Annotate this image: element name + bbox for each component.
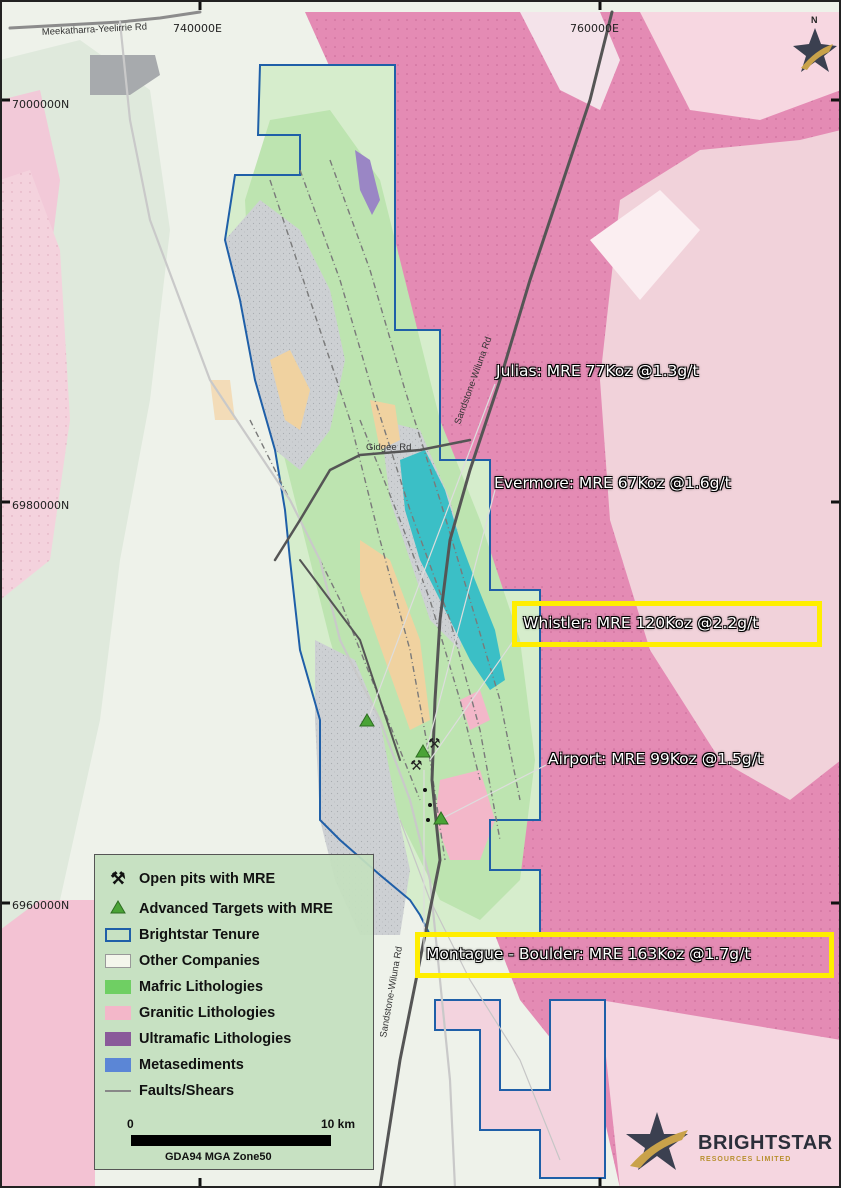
- scale-bar: [131, 1135, 331, 1146]
- tenure-swatch: [105, 928, 131, 942]
- legend-label: Faults/Shears: [139, 1083, 235, 1099]
- legend-label: Brightstar Tenure: [139, 927, 260, 943]
- small-pit-dots: [423, 788, 432, 822]
- coord-760000e: 760000E: [570, 22, 619, 35]
- road-label-gidgee: Gidgee Rd: [366, 442, 411, 453]
- legend-item-mafic: Mafric Lithologies: [105, 977, 263, 997]
- southwest-pink-region: [0, 900, 95, 1188]
- scale-end-label: 10 km: [321, 1117, 356, 1131]
- callout-airport: Airport: MRE 99Koz @1.5g/t: [548, 750, 764, 768]
- roads: [8, 10, 614, 1188]
- pick-axe-icon: ⚒: [110, 869, 126, 888]
- north-arrow-icon: [793, 28, 837, 72]
- callout-montague: Montague - Boulder: MRE 163Koz @1.7g/t: [426, 945, 751, 963]
- tan-lens-3: [370, 400, 400, 450]
- brand-tagline: RESOURCES LIMITED: [700, 1156, 792, 1163]
- ultramafic-swatch: [105, 1032, 131, 1046]
- fault-line-swatch: [105, 1090, 131, 1092]
- granite-pale-lens: [600, 130, 841, 800]
- legend-label: Granitic Lithologies: [139, 1005, 276, 1021]
- north-label: N: [811, 15, 818, 25]
- coord-6980000n: 6980000N: [12, 499, 69, 512]
- scale-start-label: 0: [127, 1117, 134, 1131]
- coord-7000000n: 7000000N: [12, 98, 69, 111]
- highlight-box-whistler: [512, 601, 822, 647]
- callout-leaders: [366, 383, 547, 952]
- legend-item-other-companies: Other Companies: [105, 951, 260, 971]
- granitic-swatch: [105, 1006, 131, 1020]
- svg-text:⚒: ⚒: [428, 736, 441, 752]
- mafic-swatch: [105, 980, 131, 994]
- ultramafic-sliver: [355, 150, 380, 215]
- metasediments-swatch: [105, 1058, 131, 1072]
- legend-label: Advanced Targets with MRE: [139, 901, 333, 917]
- callout-julias: Julias: MRE 77Koz @1.3g/t: [496, 362, 699, 380]
- granite-west-strip: [0, 170, 70, 600]
- callout-evermore: Evermore: MRE 67Koz @1.6g/t: [494, 474, 731, 492]
- brightstar-tenure-outline: [223, 64, 541, 936]
- brightstar-tenure-south: [434, 999, 606, 1179]
- brightstar-logo: BRIGHTSTAR RESOURCES LIMITED: [622, 1110, 841, 1172]
- legend-item-metasediments: Metasediments: [105, 1055, 244, 1075]
- open-pit-markers: ⚒ ⚒: [410, 736, 441, 774]
- svg-text:⚒: ⚒: [410, 758, 423, 774]
- legend-label: Other Companies: [139, 953, 260, 969]
- other-companies-swatch: [105, 954, 131, 968]
- legend-label: Mafric Lithologies: [139, 979, 264, 995]
- granitic-inside-2: [460, 690, 490, 730]
- granite-pale-inner: [590, 190, 700, 300]
- legend-label: Metasediments: [139, 1057, 244, 1073]
- map-legend: ⚒ Open pits with MRE Advanced Targets wi…: [94, 854, 374, 1170]
- fault-long-south: [399, 819, 561, 1161]
- legend-label: Open pits with MRE: [139, 871, 276, 887]
- tan-lens-1: [270, 350, 310, 430]
- legend-label: Ultramafic Lithologies: [139, 1031, 292, 1047]
- brand-name: BRIGHTSTAR: [698, 1132, 833, 1154]
- brightstar-star-icon: [626, 1112, 688, 1170]
- legend-item-ultramafic: Ultramafic Lithologies: [105, 1029, 291, 1049]
- highlight-box-montague: [415, 932, 834, 978]
- granitic-inside-1: [435, 770, 495, 860]
- coord-740000e: 740000E: [173, 22, 222, 35]
- legend-item-advanced-targets: Advanced Targets with MRE: [105, 899, 333, 919]
- legend-item-open-pits: ⚒ Open pits with MRE: [105, 869, 275, 889]
- northeast-pale-pink: [640, 12, 841, 120]
- legend-item-granitic: Granitic Lithologies: [105, 1003, 275, 1023]
- projection-label: GDA94 MGA Zone50: [165, 1151, 272, 1163]
- coord-6960000n: 6960000N: [12, 899, 69, 912]
- grey-lithology-west: [225, 200, 345, 470]
- legend-item-tenure: Brightstar Tenure: [105, 925, 260, 945]
- tan-lens-2: [360, 540, 430, 730]
- legend-item-faults: Faults/Shears: [105, 1081, 234, 1101]
- callout-whistler: Whistler: MRE 120Koz @2.2g/t: [523, 614, 759, 632]
- triangle-icon: [105, 900, 131, 918]
- advanced-target-markers: [359, 713, 449, 825]
- metasediment-cyan: [400, 450, 505, 690]
